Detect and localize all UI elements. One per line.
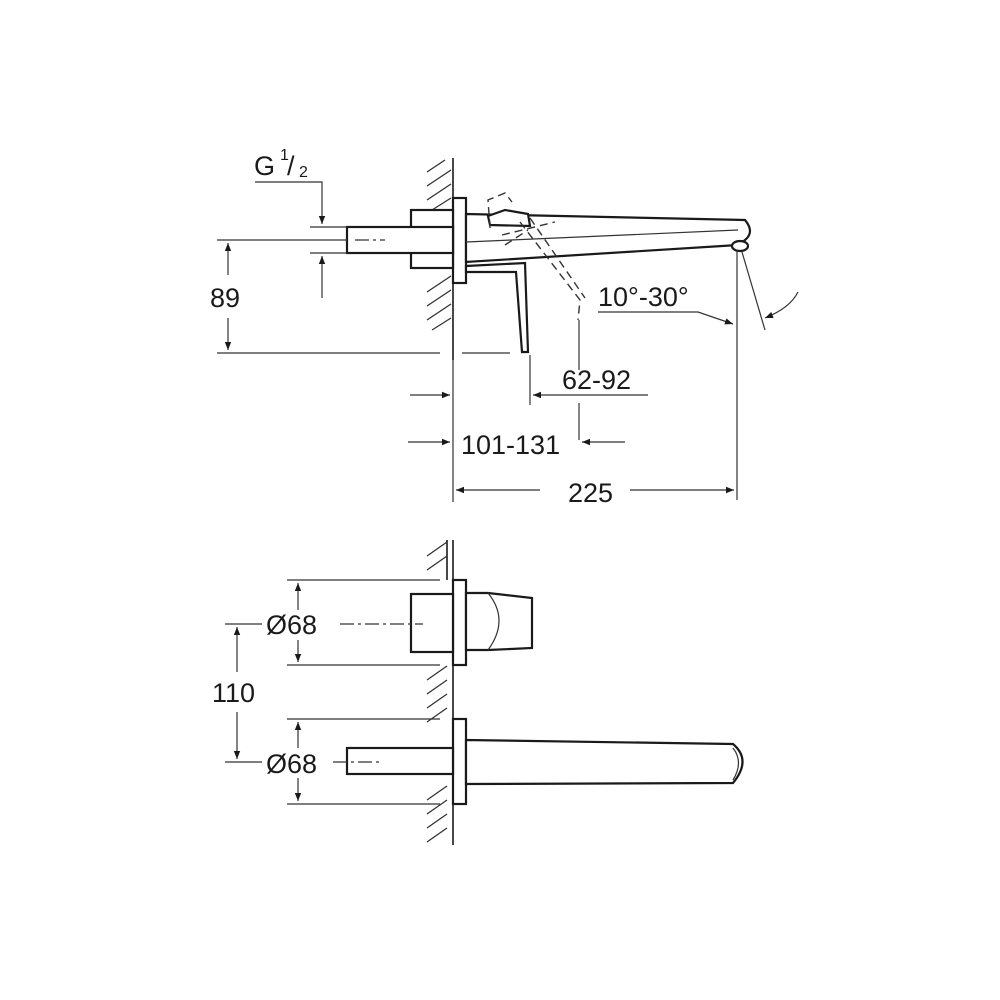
spout-top (464, 738, 744, 786)
diameter-bottom: Ø68 (266, 749, 317, 779)
angle-label: 10°-30° (598, 282, 689, 312)
valve-plate (451, 578, 468, 667)
spout-pipe (345, 746, 455, 776)
projection-dimension: 225 (568, 478, 613, 508)
lever-handle (486, 208, 532, 228)
height-dimension: 89 (210, 283, 240, 313)
lever-plate (464, 261, 530, 354)
thread-numerator: 1 (280, 147, 289, 164)
side-view: G 1 / 2 89 10°-30° 62-92 101-131 (210, 147, 799, 508)
top-view: Ø68 110 Ø68 (212, 540, 744, 845)
diameter-top: Ø68 (266, 610, 317, 640)
depth-range-62-92: 62-92 (562, 365, 631, 395)
thread-label: G (254, 151, 275, 181)
valve-cover (409, 592, 455, 654)
thread-slash: / (287, 151, 295, 181)
aerator (730, 239, 750, 253)
spacing-dimension: 110 (212, 678, 255, 708)
spout-plate (451, 717, 468, 806)
wall-plate (451, 196, 468, 285)
thread-denominator: 2 (299, 164, 308, 181)
depth-range-101-131: 101-131 (461, 430, 560, 460)
